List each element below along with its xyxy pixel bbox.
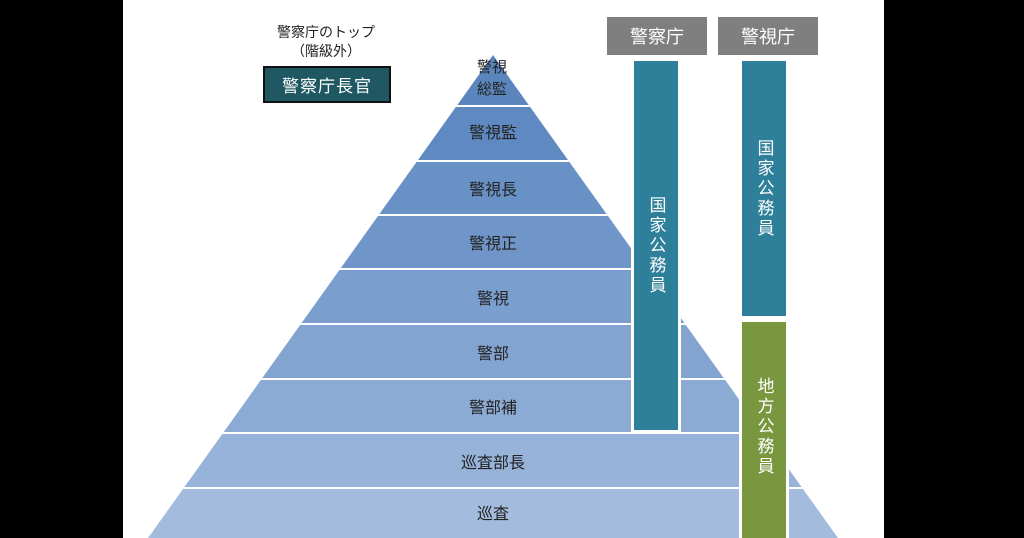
rank-label: 警視長 [468, 180, 517, 199]
rank-band-2: 警視長 [148, 162, 838, 216]
rank-band-7: 巡査部長 [148, 434, 838, 489]
rank-band-5: 警部 [148, 325, 838, 380]
rank-label: 警視監 [468, 122, 517, 142]
rank-pyramid: 警視監 警視長 警視正 警視 警部 警部補 巡査部長 巡査 [148, 55, 838, 538]
npa-header: 警察庁 [607, 17, 707, 55]
top-note: 警察庁のトップ （階級外） [226, 24, 426, 62]
mpd-local-label: 地方公務員 [753, 377, 774, 477]
rank-band-6: 警部補 [148, 380, 838, 434]
npa-national-bar: 国家公務員 [631, 58, 681, 433]
rank-label: 巡査部長 [460, 452, 525, 472]
rank-label: 巡査 [476, 504, 509, 523]
mpd-local-bar: 地方公務員 [739, 319, 789, 538]
rank-band-3: 警視正 [148, 216, 838, 270]
mpd-national-label: 国家公務員 [753, 138, 774, 239]
top-note-line2: （階級外） [291, 44, 361, 60]
rank-label: 警部補 [468, 398, 517, 417]
rank-band-8: 巡査 [148, 489, 838, 538]
rank-band-4: 警視 [148, 270, 838, 325]
diagram-canvas: 警察庁のトップ （階級外） 警察庁長官 警視監 警視長 警視正 警視 警部 警部… [123, 0, 884, 538]
rank-label: 警視正 [468, 234, 517, 253]
chief-box: 警察庁長官 [263, 66, 391, 103]
npa-national-label: 国家公務員 [645, 195, 666, 296]
mpd-header: 警視庁 [718, 17, 818, 55]
rank-label: 警視 [476, 288, 509, 308]
rank-label: 警部 [476, 343, 509, 363]
top-note-line1: 警察庁のトップ [277, 25, 375, 41]
rank-band-1: 警視監 [148, 107, 838, 162]
mpd-national-bar: 国家公務員 [739, 58, 789, 319]
apex-label: 警視総監 [476, 58, 507, 98]
